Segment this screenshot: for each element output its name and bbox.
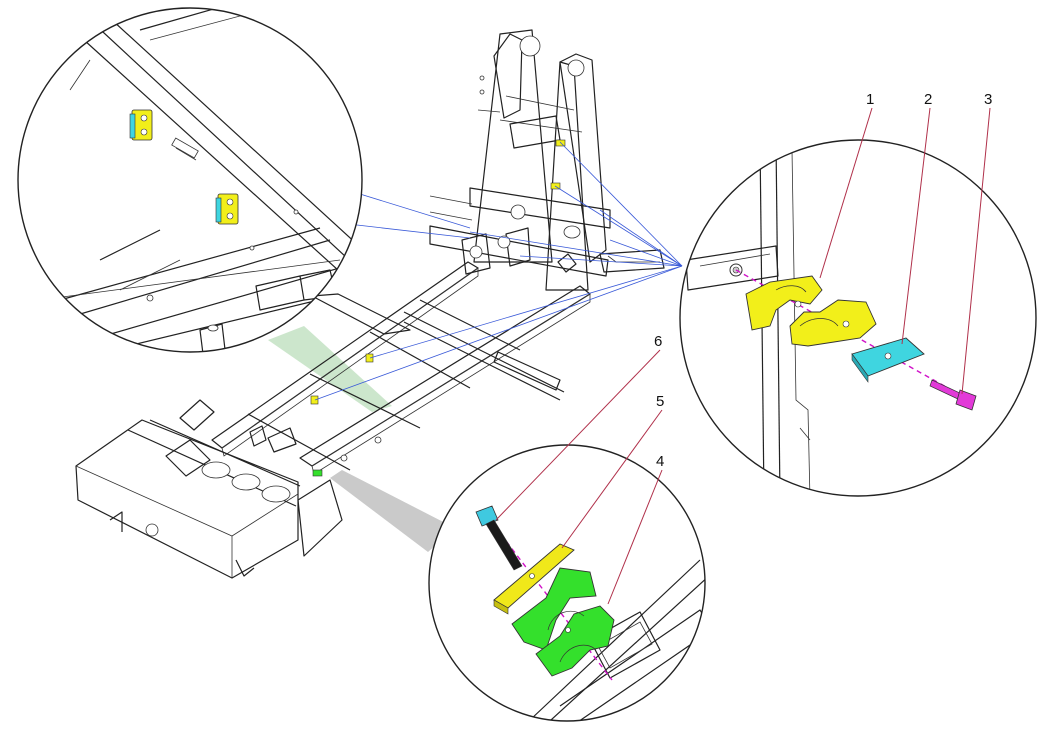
cover-plate-icon (851, 337, 925, 383)
callout-cone-bottom (330, 470, 455, 552)
callout-labels: 1 2 3 4 5 6 (654, 91, 992, 470)
bolt-icon (475, 505, 523, 571)
pipe-clamp-icon (215, 193, 239, 225)
callout-leaders (495, 107, 991, 605)
pipe-clamp-icon (745, 275, 877, 347)
callout-cone-left (268, 326, 392, 412)
callout-6: 6 (654, 333, 662, 350)
pipe-clamp-icon (511, 567, 615, 677)
pipe-clamp-icon (129, 109, 153, 141)
chassis-frame (75, 249, 665, 579)
callout-5: 5 (656, 393, 664, 410)
detail-circle-right (679, 139, 1037, 497)
bolt-icon (929, 379, 977, 411)
callout-2: 2 (924, 91, 932, 108)
detail-circle-left (17, 7, 363, 353)
cover-plate-icon (493, 543, 575, 615)
callout-1: 1 (866, 91, 874, 108)
callout-3: 3 (984, 91, 992, 108)
detail-circle-bottom (428, 444, 706, 722)
vertical-mast (429, 29, 611, 291)
callout-4: 4 (656, 453, 664, 470)
